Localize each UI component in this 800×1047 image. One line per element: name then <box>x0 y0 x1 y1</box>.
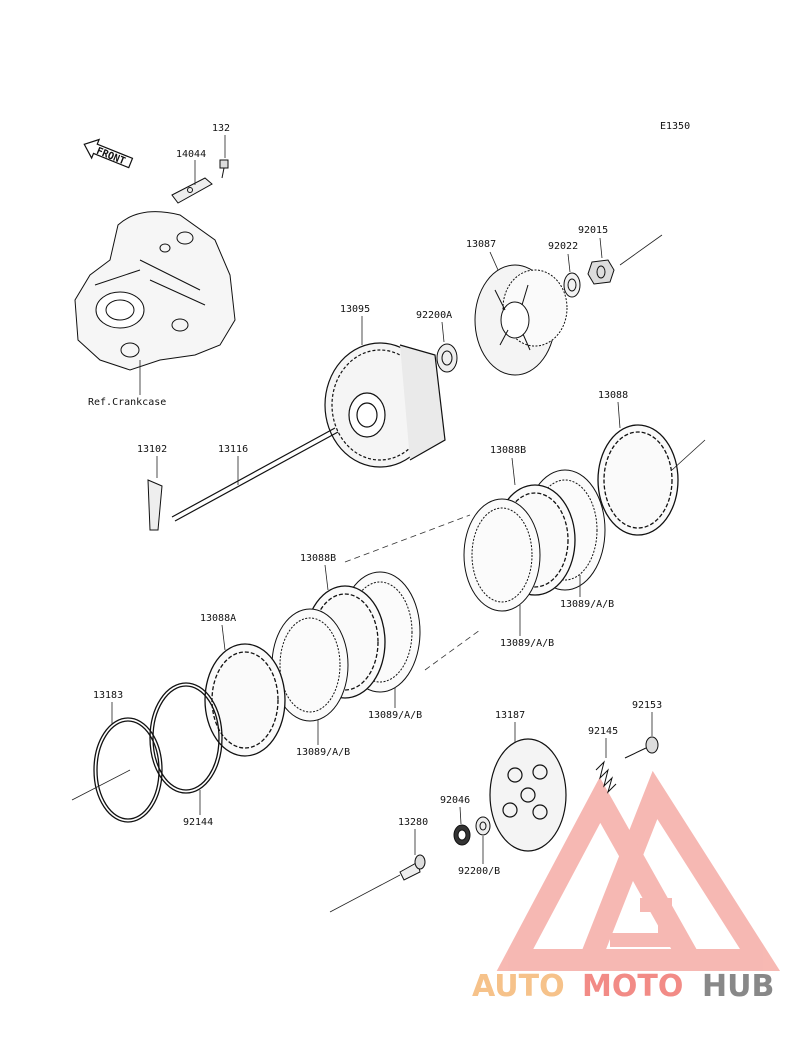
crankcase-illustration <box>74 211 236 371</box>
label-13095: 13095 <box>340 304 370 315</box>
ring-13183 <box>93 717 163 823</box>
label-92200A: 92200A <box>416 310 452 321</box>
label-132: 132 <box>212 123 230 134</box>
watermark-text: AUTO MOTO HUB <box>472 969 774 1004</box>
ref-crankcase-label: Ref.Crankcase <box>88 397 166 408</box>
label-92144: 92144 <box>183 817 213 828</box>
watermark-logo <box>496 770 781 971</box>
clutch-hub-13087 <box>474 264 568 376</box>
bearing-92046 <box>453 824 471 846</box>
label-13187: 13187 <box>495 710 525 721</box>
label-13088: 13088 <box>598 390 628 401</box>
friction-plate-13088A <box>204 643 286 757</box>
watermark-hub: HUB <box>702 969 774 1004</box>
bolt-92153 <box>624 736 659 759</box>
release-lever-13102 <box>147 479 163 531</box>
label-13089-right-2: 13089/A/B <box>500 638 554 649</box>
label-92022: 92022 <box>548 241 578 252</box>
label-92153: 92153 <box>632 700 662 711</box>
watermark-moto: MOTO <box>582 969 683 1004</box>
label-92145: 92145 <box>588 726 618 737</box>
steel-plate-13089-r2 <box>463 498 541 612</box>
label-13088B-left: 13088B <box>300 553 336 564</box>
spacer-92200A <box>436 343 458 373</box>
label-13087: 13087 <box>466 239 496 250</box>
label-92046: 92046 <box>440 795 470 806</box>
push-rod-13116 <box>171 427 339 522</box>
pressure-plate-13187 <box>489 738 567 852</box>
nut-92015 <box>587 259 615 285</box>
label-13116: 13116 <box>218 444 248 455</box>
washer-92022 <box>563 272 581 298</box>
washer-92200B <box>475 816 491 836</box>
friction-plate-13088 <box>597 424 679 536</box>
label-92015: 92015 <box>578 225 608 236</box>
label-13089-left-1: 13089/A/B <box>368 710 422 721</box>
spring-92145 <box>595 760 617 794</box>
diagram-code: E1350 <box>660 121 690 132</box>
clutch-housing-13095 <box>324 342 446 468</box>
label-13102: 13102 <box>137 444 167 455</box>
front-arrow: FRONT <box>83 138 134 169</box>
label-13089-left-2: 13089/A/B <box>296 747 350 758</box>
label-92200B: 92200/B <box>458 866 500 877</box>
ring-92144 <box>149 682 223 794</box>
label-13280: 13280 <box>398 817 428 828</box>
pin-13280 <box>399 854 426 881</box>
watermark-auto: AUTO <box>472 969 565 1004</box>
bracket-14044 <box>171 177 213 204</box>
label-14044: 14044 <box>176 149 206 160</box>
bolt-132 <box>219 159 229 179</box>
label-13183: 13183 <box>93 690 123 701</box>
label-13088B-right: 13088B <box>490 445 526 456</box>
assembly-line <box>344 514 471 563</box>
assembly-line-2 <box>424 629 481 671</box>
label-13088A: 13088A <box>200 613 236 624</box>
label-13089-right-1: 13089/A/B <box>560 599 614 610</box>
